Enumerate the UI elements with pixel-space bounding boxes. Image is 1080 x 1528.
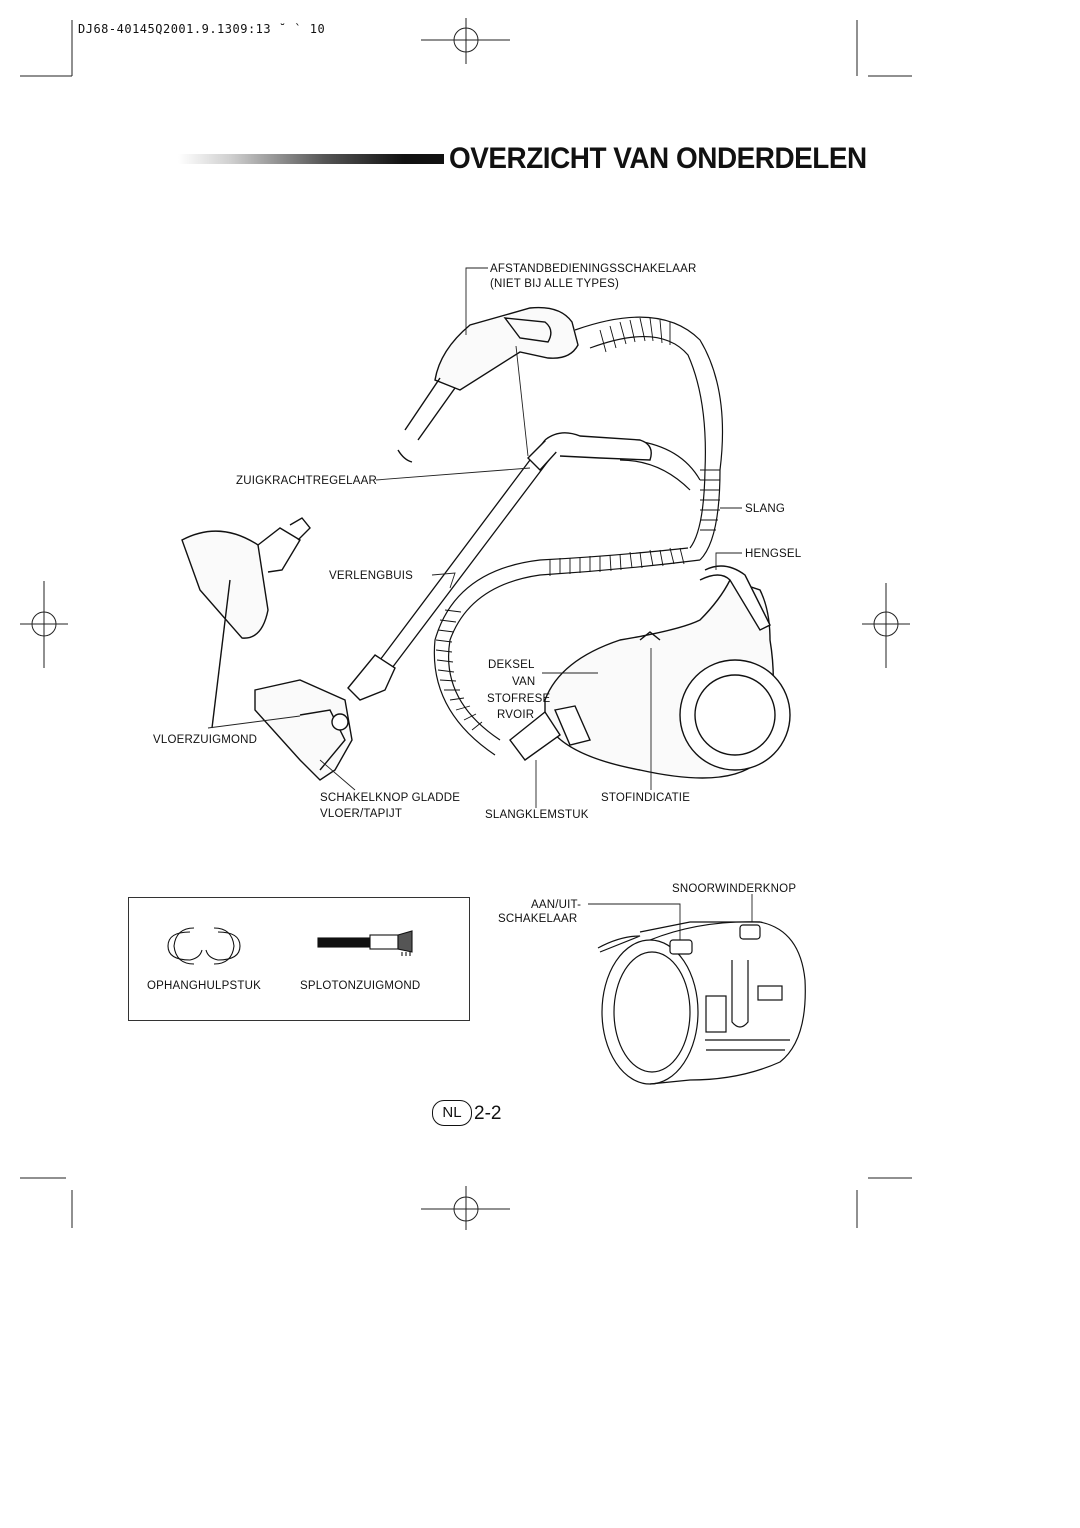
label-hose: SLANG	[745, 503, 785, 515]
language-badge: NL	[432, 1100, 472, 1126]
crevice-tool-icon	[317, 930, 413, 956]
accessories-box	[128, 897, 470, 1021]
label-dust-cover-line3: STOFRESE	[487, 693, 551, 705]
extension-tube	[379, 439, 559, 669]
registration-mark-bottom	[421, 1186, 510, 1230]
hose-handle-grip	[434, 306, 579, 391]
registration-mark-left	[20, 611, 68, 637]
registration-mark-top	[421, 18, 510, 64]
label-hose-clamp: SLANGKLEMSTUK	[485, 809, 589, 821]
label-remote-switch-note: (NIET BIJ ALLE TYPES)	[490, 278, 620, 290]
title-gradient-bar	[178, 154, 444, 164]
floor-nozzle	[254, 679, 353, 781]
hose-coil	[433, 316, 724, 756]
body-rear-closeup	[597, 921, 806, 1085]
crop-marks	[20, 20, 912, 1228]
dusting-aid-icon	[167, 927, 241, 965]
label-floor-nozzle: VLOERZUIGMOND	[153, 734, 258, 746]
label-suction-regulator: ZUIGKRACHTREGELAAR	[236, 475, 377, 487]
label-dusting-aid: OPHANGHULPSTUK	[147, 980, 261, 992]
label-on-off-line1: AAN/UIT-	[531, 899, 582, 911]
label-dust-cover-line4: RVOIR	[497, 709, 535, 721]
print-job-code: DJ68-40145Q2001.9.1309:13 ˘ ` 10	[78, 22, 326, 36]
label-cord-rewind: SNOORWINDERKNOP	[672, 883, 797, 895]
label-on-off-line2: SCHAKELAAR	[498, 913, 578, 925]
label-dust-indicator: STOFINDICATIE	[601, 792, 691, 804]
label-switch-knob-line2: VLOER/TAPIJT	[320, 808, 403, 820]
label-dust-cover-line2: VAN	[512, 676, 536, 688]
rear-wheel	[679, 659, 791, 771]
registration-mark-right	[862, 611, 910, 637]
label-remote-switch: AFSTANDBEDIENINGSSCHAKELAAR	[490, 263, 697, 275]
label-handle: HENGSEL	[745, 548, 802, 560]
page-title: OVERZICHT VAN ONDERDELEN	[449, 142, 867, 175]
nozzle-attachment	[181, 530, 269, 639]
page-number: 2-2	[474, 1103, 502, 1124]
label-switch-knob-line1: SCHAKELKNOP GLADDE	[320, 792, 461, 804]
leader-lines	[207, 267, 753, 946]
label-crevice-tool: SPLOTONZUIGMOND	[300, 980, 421, 992]
label-extension-tube: VERLENGBUIS	[329, 570, 414, 582]
hose-ribs	[435, 317, 720, 731]
vacuum-cleaner-illustration	[181, 306, 791, 781]
label-dust-cover-line1: DEKSEL	[488, 659, 535, 671]
carry-handle	[699, 565, 771, 631]
